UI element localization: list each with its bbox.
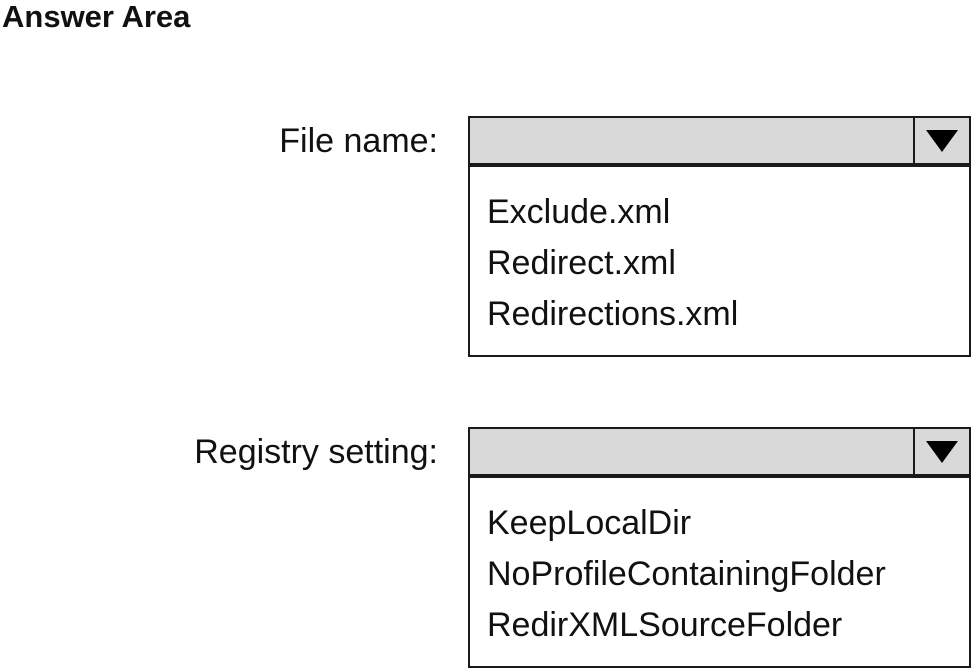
triangle-down-icon bbox=[926, 440, 958, 463]
registry-setting-select[interactable] bbox=[468, 427, 971, 476]
file-name-option-redirect[interactable]: Redirect.xml bbox=[487, 244, 676, 282]
registry-setting-dropdown-button[interactable] bbox=[913, 429, 969, 474]
file-name-option-exclude[interactable]: Exclude.xml bbox=[487, 193, 671, 231]
triangle-down-icon bbox=[926, 129, 958, 152]
registry-option-redirxmlsourcefolder[interactable]: RedirXMLSourceFolder bbox=[487, 606, 843, 644]
file-name-option-redirections[interactable]: Redirections.xml bbox=[487, 295, 739, 333]
file-name-select[interactable] bbox=[468, 116, 971, 165]
registry-setting-options-list: KeepLocalDir NoProfileContainingFolder R… bbox=[468, 476, 971, 668]
page-title: Answer Area bbox=[2, 0, 191, 34]
file-name-options-list: Exclude.xml Redirect.xml Redirections.xm… bbox=[468, 165, 971, 357]
registry-option-noprofilecontainingfolder[interactable]: NoProfileContainingFolder bbox=[487, 555, 886, 593]
registry-setting-label: Registry setting: bbox=[194, 433, 438, 471]
registry-option-keeplocaldir[interactable]: KeepLocalDir bbox=[487, 504, 692, 542]
file-name-dropdown-button[interactable] bbox=[913, 118, 969, 163]
file-name-label: File name: bbox=[279, 122, 438, 160]
